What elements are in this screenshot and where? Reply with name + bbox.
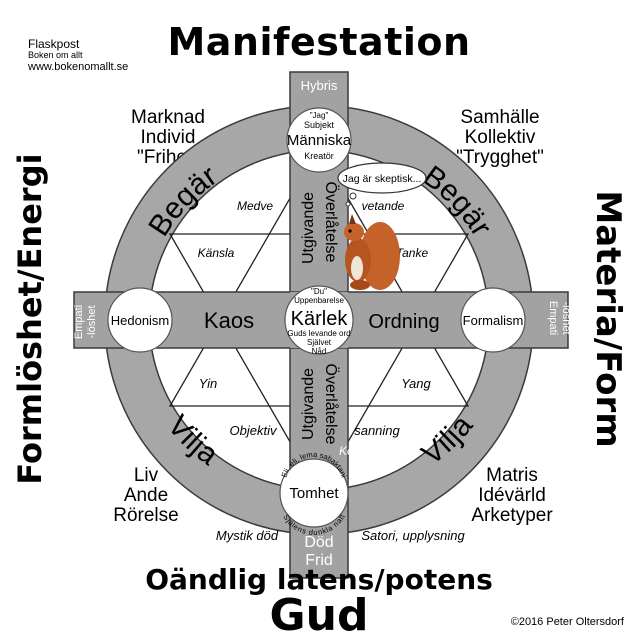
circle-right	[460, 287, 526, 353]
circle-center-line5: Självet	[307, 338, 332, 347]
corner-bottom-right: Matris Idévärld Arketyper	[452, 466, 572, 526]
speech-bubble-text: Jag är skeptisk...	[343, 173, 422, 185]
bar-label-overlatelse-lower: Överlåtelse	[322, 364, 340, 445]
corner-top-right-1: Samhälle	[460, 107, 540, 128]
bar-label-utgivande-lower: Utgivande	[300, 368, 317, 440]
header-url[interactable]: www.bokenomallt.se	[28, 61, 129, 74]
circle-top-line2: Subjekt	[304, 120, 335, 130]
circle-bottom	[279, 458, 349, 528]
corner-top-right: Samhälle Kollektiv "Trygghet"	[440, 108, 560, 168]
bar-label-dod: Död	[304, 534, 333, 551]
bar-label-empati-right-2: -löshet	[560, 301, 572, 334]
corner-bottom-right-3: Arketyper	[471, 504, 553, 526]
corner-top-left-2: Individ	[140, 126, 196, 148]
bar-label-overlatelse-upper: Överlåtelse	[322, 182, 340, 263]
circle-center-line6: Nåd	[312, 347, 327, 356]
header-line-1: Flaskpost	[28, 37, 80, 51]
corner-top-left-1: Marknad	[131, 107, 205, 128]
circle-bottom-main: Tomhet	[289, 485, 339, 502]
circle-center-line1: "Du"	[311, 287, 327, 296]
corner-bottom-left-2: Ande	[123, 484, 169, 506]
bar-label-empati-left-1: Empati	[73, 305, 85, 339]
corner-bottom-left: Liv Ande Rörelse	[96, 466, 196, 526]
circle-top-line1: "Jag"	[310, 111, 329, 120]
title-oandlig: Oändlig latens/potens	[145, 563, 493, 596]
corner-bottom-right-2: Idévärld	[478, 484, 546, 506]
copyright: ©2016 Peter Oltersdorf	[510, 616, 624, 628]
title-manifestation: Manifestation	[167, 20, 471, 64]
star-label-kansla: Känsla	[198, 246, 235, 260]
bar-label-utgivande-upper: Utgivande	[300, 192, 317, 264]
circle-right-main: Formalism	[463, 313, 524, 328]
star-label-sanning: sanning	[354, 423, 400, 438]
corner-bottom-left-1: Liv	[133, 465, 159, 486]
bar-label-empati-right-1: Empati	[547, 301, 559, 335]
bar-label-empati-left-2: -löshet	[86, 305, 98, 338]
circle-center-line4: Guds levande ord	[287, 329, 350, 338]
bar-label-hybris: Hybris	[301, 78, 338, 93]
circle-top	[286, 107, 352, 173]
star-label-vetande: vetande	[362, 199, 405, 213]
bar-label-frid: Frid	[305, 552, 333, 569]
star-label-medve: Medve	[237, 199, 273, 213]
star-label-tanke: Tanke	[396, 246, 429, 260]
star-label-yin: Yin	[199, 376, 218, 391]
header-block: Flaskpost Boken om allt www.bokenomallt.…	[28, 37, 129, 74]
speech-bubble: Jag är skeptisk...	[337, 162, 427, 207]
bottom-label-mystik: Mystik död	[216, 528, 279, 543]
circle-center	[284, 285, 354, 355]
star-label-objektiv: Objektiv	[230, 423, 278, 438]
corner-bottom-right-1: Matris	[486, 465, 538, 486]
circle-left-main: Hedonism	[111, 313, 170, 328]
star-label-yang: Yang	[401, 376, 431, 391]
circle-left	[107, 287, 173, 353]
star-label-koan: Koan	[339, 444, 367, 458]
corner-top-right-2: Kollektiv	[464, 126, 536, 148]
bottom-label-satori: Satori, upplysning	[361, 528, 465, 543]
circle-top-line4: Kreatör	[304, 151, 334, 161]
header-line-2: Boken om allt	[28, 50, 83, 61]
squirrel-icon	[344, 214, 400, 290]
corner-top-right-3: "Trygghet"	[456, 146, 544, 168]
circle-top-main: Människa	[287, 132, 352, 149]
circle-center-main: Kärlek	[291, 308, 349, 330]
bar-label-ordning: Ordning	[368, 311, 439, 333]
title-gud: Gud	[269, 590, 369, 641]
circle-center-line2: Uppenbarelse	[294, 296, 344, 305]
bar-label-kaos: Kaos	[204, 308, 254, 333]
corner-bottom-left-3: Rörelse	[113, 504, 179, 526]
